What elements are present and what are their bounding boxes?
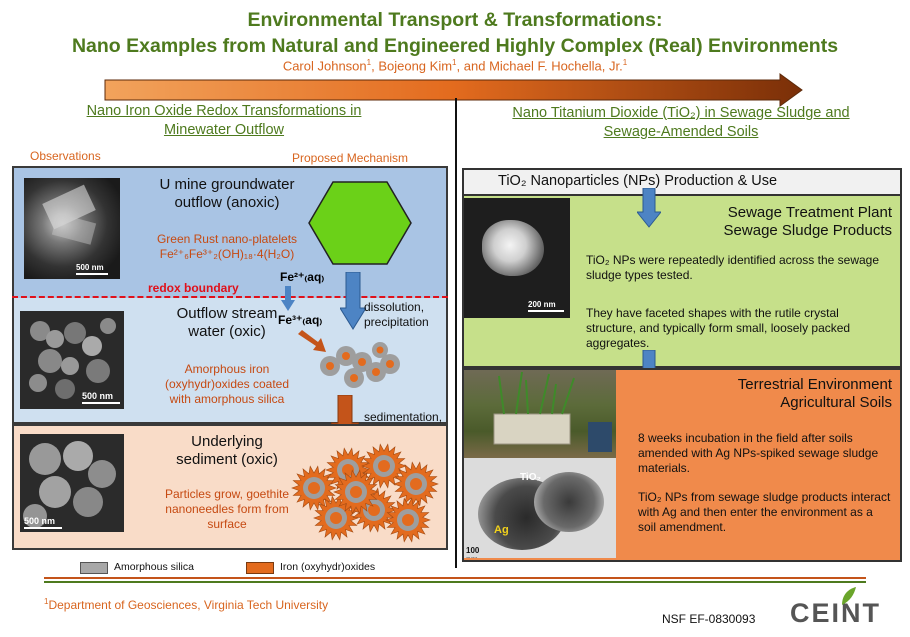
sewage-title: Sewage Treatment Plant Sewage Sludge Pro…: [723, 204, 892, 239]
panel3-caption: Particles grow, goethite nanoneedles for…: [164, 487, 290, 531]
sem-image-green-rust: 500 nm: [24, 178, 120, 279]
ceint-logo-leaf-icon: [842, 587, 856, 605]
poster-title-line2: Nano Examples from Natural and Engineere…: [71, 35, 839, 57]
fe3-arrow: [298, 330, 326, 352]
redox-boundary-line: [12, 296, 448, 299]
sem-image-goethite: 500 nm: [20, 434, 124, 532]
goethite-particle: [393, 461, 439, 507]
header-arrow: [104, 73, 803, 107]
legend-swatch-iron: [246, 562, 274, 574]
grant-number: NSF EF-0830093: [662, 612, 756, 626]
mechanism-label: Proposed Mechanism: [292, 151, 409, 165]
ceint-logo: CEINT: [790, 598, 881, 628]
author-3: Michael F. Hochella, Jr.: [489, 58, 623, 74]
ag-label: Ag: [494, 524, 509, 536]
left-heading: Nano Iron Oxide Redox Transformations in…: [86, 103, 362, 138]
author-2: Bojeong Kim: [378, 58, 453, 74]
sem-texture-2: [29, 318, 116, 399]
footer-rule-orange: [44, 577, 866, 579]
scale-bar-5: 100 nm: [466, 546, 488, 558]
green-rust-hexagon: [308, 181, 412, 265]
production-label: TiO₂ Nanoparticles (NPs) Production & Us…: [498, 173, 778, 189]
legend-label-iron: Iron (oxyhydr)oxides: [280, 561, 376, 573]
authors: Carol Johnson1, Bojeong Kim1, and Michae…: [282, 58, 628, 74]
sewage-text-1: TiO₂ NPs were repeatedly identified acro…: [586, 253, 880, 282]
panel1-caption: Green Rust nano-platelets Fe²⁺₆Fe³⁺₂(OH)…: [156, 232, 298, 261]
dissolution-arrow: [340, 272, 366, 330]
sewage-text-2: They have faceted shapes with the rutile…: [586, 306, 851, 350]
fe2-down-arrow: [281, 286, 295, 311]
tio2-label: TiO₂: [520, 472, 541, 483]
goethite-particle: [333, 469, 379, 515]
scale-bar-4: 200 nm: [528, 300, 564, 312]
author-1: Carol Johnson: [282, 58, 367, 74]
field-photo-texture: [493, 371, 612, 452]
dissolution-label: dissolution, precipitation: [364, 300, 429, 329]
scale-bar-1: 500 nm: [76, 263, 108, 275]
production-bar: [462, 168, 902, 196]
fe2-label: Fe²⁺₍aq₎: [280, 270, 325, 284]
scale-bar-3: 500 nm: [24, 516, 62, 529]
field-photo: [464, 370, 616, 458]
legend-swatch-silica: [80, 562, 108, 574]
tem-image-tio2: 200 nm: [464, 198, 570, 318]
legend-label-silica: Amorphous silica: [114, 561, 194, 573]
center-divider: [455, 98, 457, 568]
observations-label: Observations: [30, 149, 101, 163]
scale-bar-2: 500 nm: [82, 391, 120, 404]
amorphous-particles: [320, 342, 400, 388]
affiliation: 1Department of Geosciences, Virginia Tec…: [44, 597, 329, 612]
redox-boundary-label: redox boundary: [148, 281, 239, 295]
production-down-arrow: [637, 188, 661, 228]
panel3-title: Underlying sediment (oxic): [176, 433, 278, 468]
panel2-title: Outflow stream water (oxic): [176, 305, 278, 340]
goethite-particles: [291, 443, 439, 543]
right-heading: Nano Titanium Dioxide (TiO₂) in Sewage S…: [512, 105, 850, 140]
terrestrial-title: Terrestrial Environment Agricultural Soi…: [737, 376, 892, 411]
goethite-particle: [361, 443, 407, 489]
footer-rule-green: [44, 581, 866, 583]
tem-image-ag-tio2: TiO₂ Ag 100 nm: [464, 458, 616, 558]
poster-title-line1: Environmental Transport & Transformation…: [247, 9, 663, 31]
goethite-particle: [385, 497, 431, 543]
panel2-caption: Amorphous iron (oxyhydr)oxides coated wi…: [164, 362, 290, 406]
terrestrial-text-1: 8 weeks incubation in the field after so…: [638, 431, 879, 475]
terrestrial-text-2: TiO₂ NPs from sewage sludge products int…: [638, 490, 891, 534]
fe3-label: Fe³⁺₍aq₎: [278, 313, 323, 327]
panel1-title: U mine groundwater outflow (anoxic): [159, 176, 295, 211]
sem-image-iron-silica: 500 nm: [20, 311, 124, 409]
sem-texture-3: [23, 441, 116, 528]
